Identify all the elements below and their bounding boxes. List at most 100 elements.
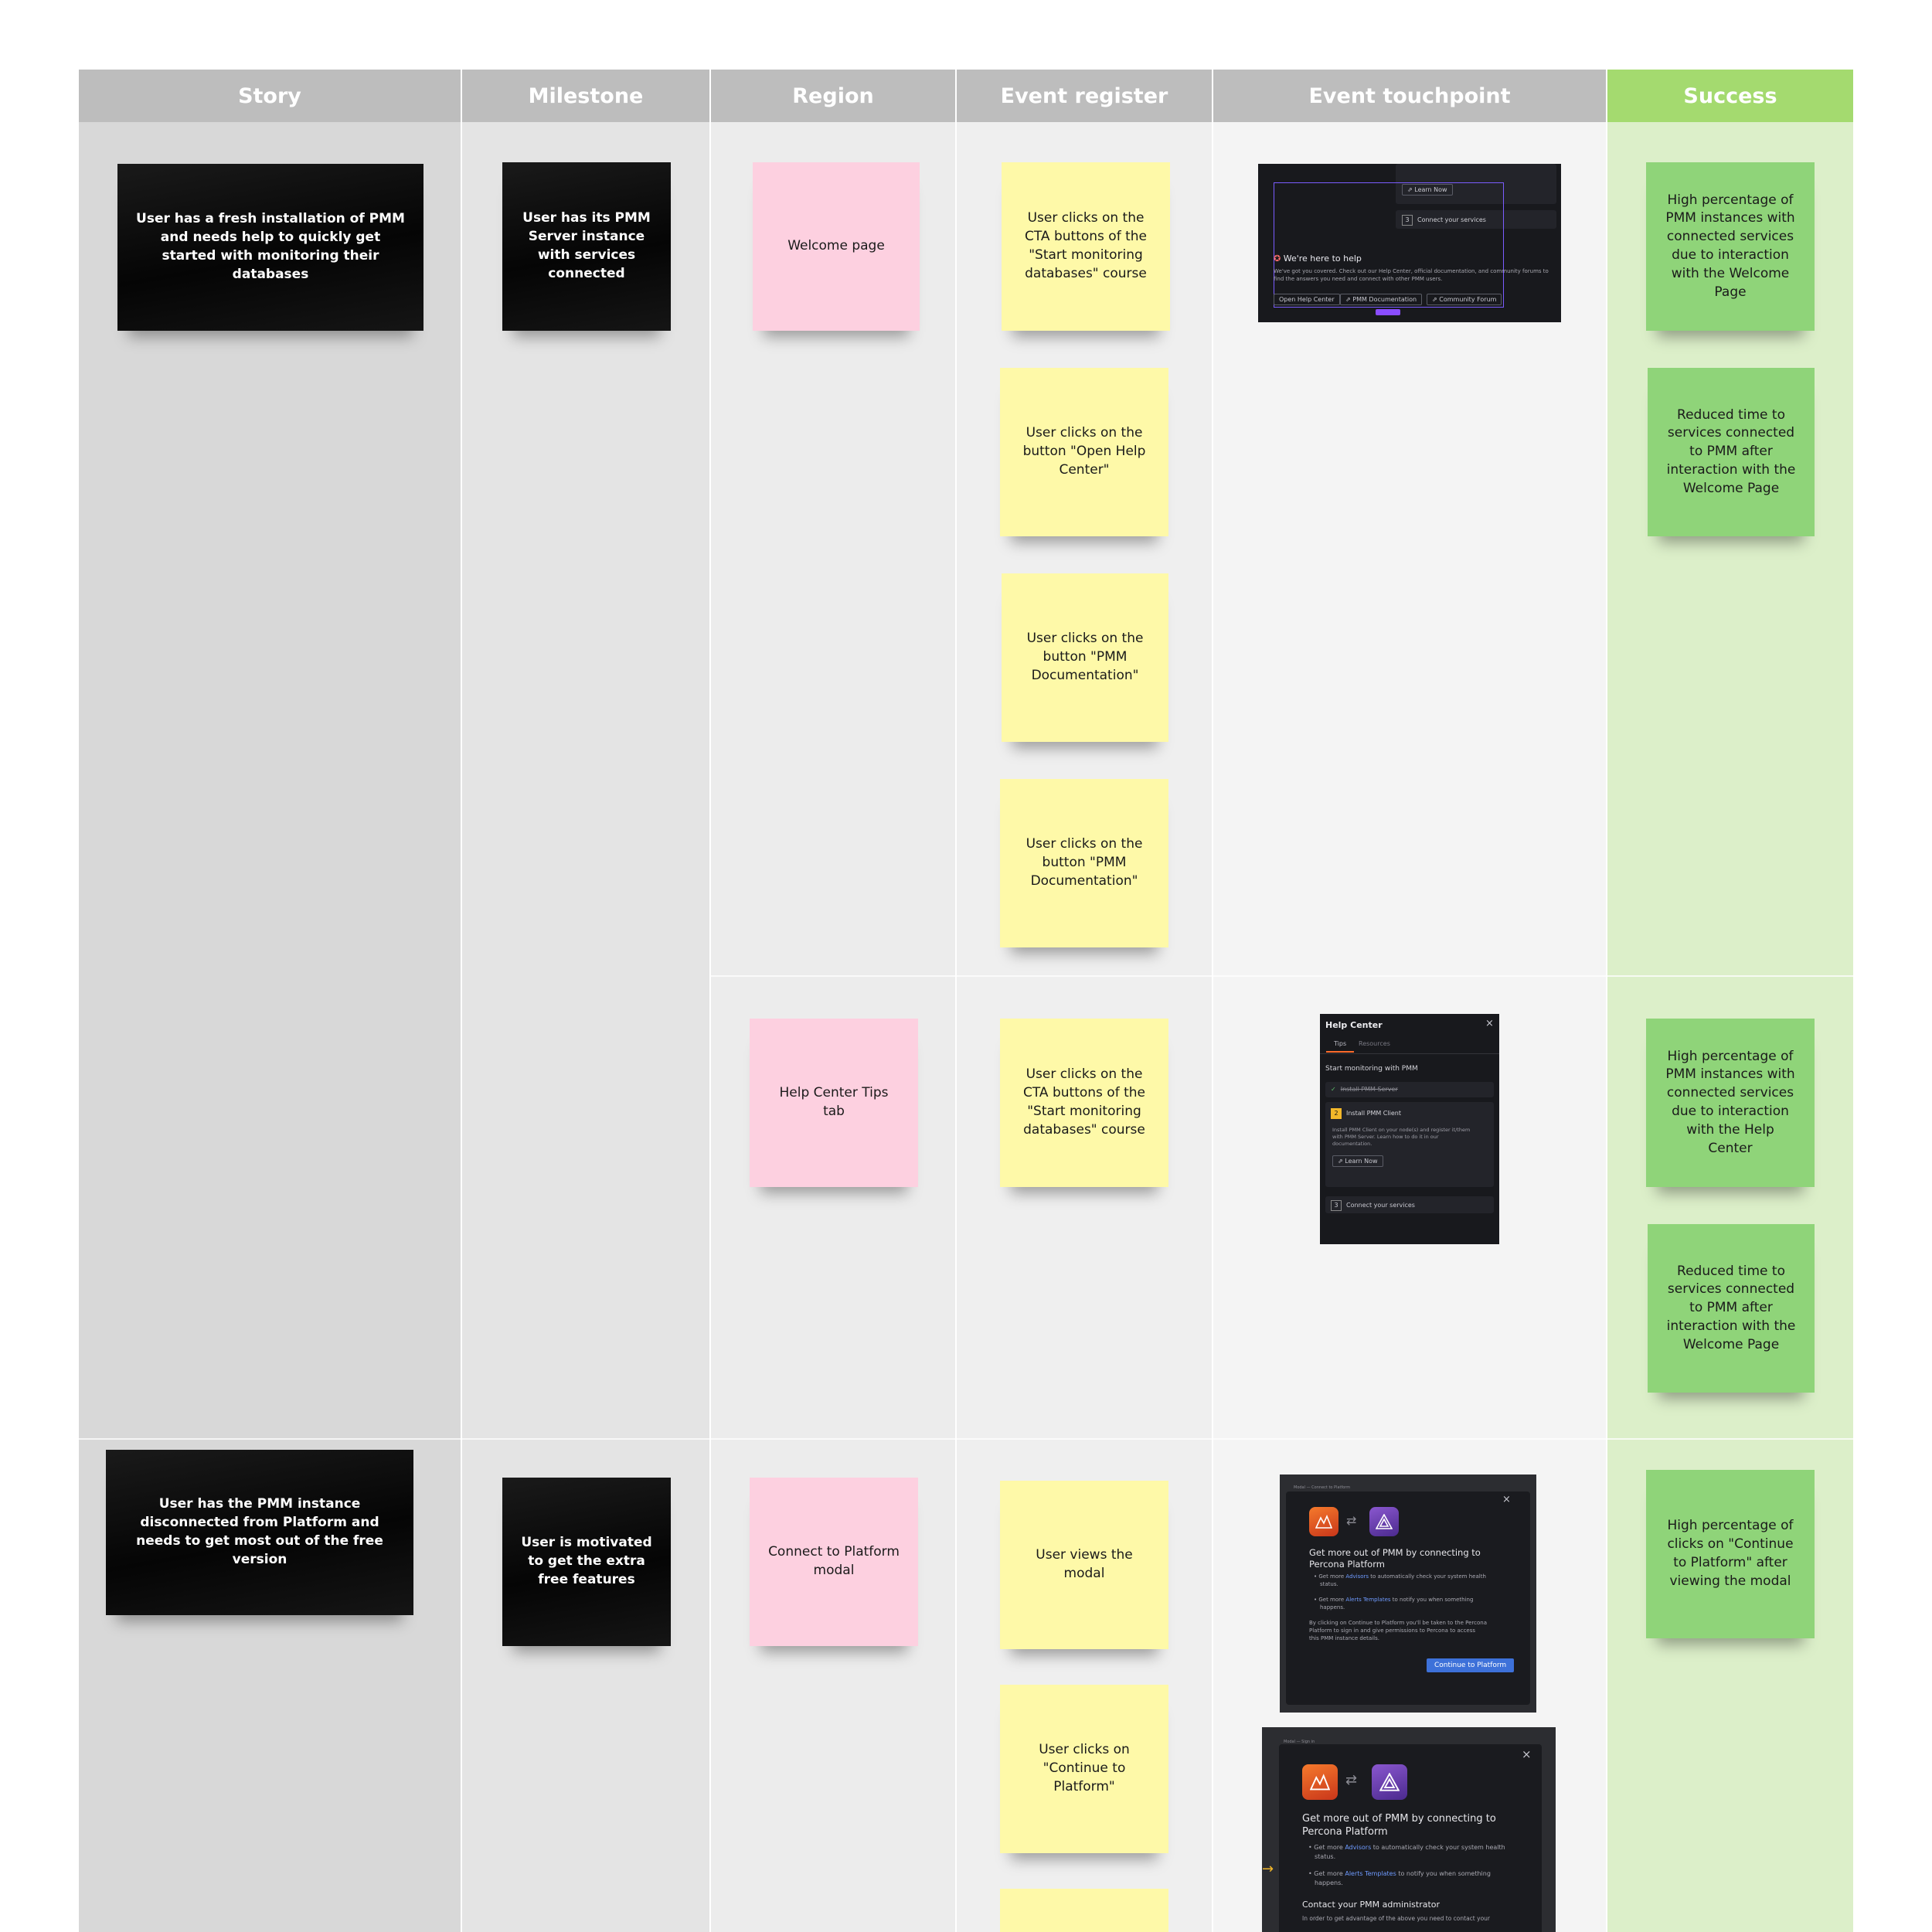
modal-b-bullet-alerts-cont: happens. xyxy=(1315,1879,1343,1886)
alerts-templates-link[interactable]: Alerts Templates xyxy=(1345,1597,1391,1603)
help-title-text: We're here to help xyxy=(1283,253,1362,264)
bullet2-post: to notify you when something xyxy=(1390,1597,1474,1603)
column-region: Region xyxy=(711,70,955,1932)
touchpoint-welcome-page-screenshot: ⇗ Learn Now 3 Connect your services ✪ We'… xyxy=(1258,164,1561,322)
external-link-icon: ⇗ xyxy=(1345,296,1351,303)
help-body-line-1: We've got you covered. Check out our Hel… xyxy=(1274,268,1549,274)
tab-tips[interactable]: Tips xyxy=(1334,1040,1347,1047)
check-icon: ✓ xyxy=(1331,1086,1336,1093)
column-header-success: Success xyxy=(1607,70,1853,122)
close-icon[interactable]: × xyxy=(1522,1747,1532,1761)
tabs-divider xyxy=(1320,1053,1499,1054)
step-install-server-text: Install PMM Server xyxy=(1340,1086,1398,1093)
close-icon[interactable]: × xyxy=(1502,1494,1511,1505)
step-install-client-label: 2 Install PMM Client xyxy=(1331,1108,1401,1119)
event-sticky-continue-platform: User clicks on "Continue to Platform" xyxy=(1000,1685,1168,1853)
bullet1-pre: Get more xyxy=(1314,1844,1345,1851)
bullet2-pre: Get more xyxy=(1314,1870,1345,1877)
community-forum-button[interactable]: ⇗ Community Forum xyxy=(1427,294,1502,305)
step-connect-services[interactable] xyxy=(1325,1196,1494,1213)
contact-admin-body: In order to get advantage of the above y… xyxy=(1302,1915,1490,1922)
step-install-server[interactable] xyxy=(1325,1082,1494,1097)
modal-b-heading-line-1: Get more out of PMM by connecting to xyxy=(1302,1813,1496,1825)
advisors-link[interactable]: Advisors xyxy=(1345,1573,1369,1580)
region-sticky-connect-platform-modal: Connect to Platform modal xyxy=(750,1478,918,1646)
pmm-app-icon xyxy=(1302,1764,1338,1800)
pmm-documentation-label: PMM Documentation xyxy=(1352,296,1417,303)
continue-to-platform-button[interactable]: Continue to Platform xyxy=(1427,1658,1515,1672)
pmm-logo-glyph xyxy=(1310,1774,1330,1791)
modal-bullet-advisors: • Get more Advisors to automatically che… xyxy=(1314,1573,1486,1580)
touchpoint-help-center-screenshot: Help Center × Tips Resources Start monit… xyxy=(1320,1014,1499,1244)
step-number-3: 3 xyxy=(1331,1200,1342,1211)
column-header-event-register: Event register xyxy=(957,70,1212,122)
modal-bullet-alerts-cont: happens. xyxy=(1320,1604,1345,1611)
close-icon[interactable]: × xyxy=(1485,1018,1494,1029)
step-number-2: 2 xyxy=(1331,1108,1342,1119)
bullet1-post: to automatically check your system healt… xyxy=(1369,1573,1486,1580)
column-header-milestone: Milestone xyxy=(462,70,709,122)
help-body-line-2: find the answers you need and connect wi… xyxy=(1274,276,1443,282)
milestone-sticky-motivated: User is motivated to get the extra free … xyxy=(502,1478,671,1646)
tab-resources[interactable]: Resources xyxy=(1359,1040,1390,1047)
event-sticky-views-modal: User views the modal xyxy=(1000,1481,1168,1649)
modal-body-line-3: this PMM instance details. xyxy=(1309,1635,1379,1641)
contact-admin-heading: Contact your PMM administrator xyxy=(1302,1900,1440,1910)
step2-body-line-3: documentation. xyxy=(1332,1141,1372,1147)
event-sticky-pmm-documentation: User clicks on the button "PMM Documenta… xyxy=(1002,573,1168,742)
modal-heading-line-1: Get more out of PMM by connecting to xyxy=(1309,1547,1481,1558)
open-help-center-button[interactable]: Open Help Center xyxy=(1274,294,1340,305)
step-install-client-text: Install PMM Client xyxy=(1346,1110,1401,1117)
column-body-milestone xyxy=(462,122,709,1932)
event-sticky-pmm-documentation-2: User clicks on the button "PMM Documenta… xyxy=(1000,779,1168,947)
event-sticky-cta-course: User clicks on the CTA buttons of the "S… xyxy=(1002,162,1170,331)
connect-services-text: Connect your services xyxy=(1417,216,1486,223)
connect-services-step[interactable] xyxy=(1396,210,1556,229)
row-divider-sub xyxy=(711,975,1853,977)
bullet2-pre: Get more xyxy=(1318,1597,1346,1603)
external-link-icon: ⇗ xyxy=(1407,186,1413,193)
column-header-story: Story xyxy=(79,70,461,122)
platform-app-icon xyxy=(1372,1764,1407,1800)
success-sticky-welcome-percentage: High percentage of PMM instances with co… xyxy=(1646,162,1815,331)
modal-body-line-1: By clicking on Continue to Platform you'… xyxy=(1309,1620,1488,1626)
step-install-client[interactable] xyxy=(1325,1102,1494,1187)
tab-tips-underline xyxy=(1326,1051,1354,1053)
modal-b-breadcrumb: Modal — Sign in xyxy=(1284,1740,1315,1744)
modal-b-bullet-advisors: • Get more Advisors to automatically che… xyxy=(1308,1844,1505,1851)
column-event-register: Event register xyxy=(957,70,1212,1932)
modal-bullet-alerts: • Get more Alerts Templates to notify yo… xyxy=(1314,1597,1474,1603)
step2-body-line-1: Install PMM Client on your node(s) and r… xyxy=(1332,1127,1471,1133)
learn-now-button[interactable]: ⇗ Learn Now xyxy=(1332,1155,1383,1167)
pmm-documentation-button[interactable]: ⇗ PMM Documentation xyxy=(1340,294,1423,305)
bullet1-post: to automatically check your system healt… xyxy=(1371,1844,1505,1851)
modal-bullet-advisors-cont: status. xyxy=(1320,1581,1338,1587)
swap-icon: ⇄ xyxy=(1345,1772,1358,1788)
selection-size-tag xyxy=(1376,309,1400,315)
advisors-link[interactable]: Advisors xyxy=(1345,1844,1372,1851)
step-number-3: 3 xyxy=(1402,215,1413,226)
help-icon: ✪ xyxy=(1274,253,1281,264)
learn-now-label: Learn Now xyxy=(1414,186,1447,193)
learn-now-button[interactable]: ⇗ Learn Now xyxy=(1402,184,1453,196)
modal-heading-line-2: Percona Platform xyxy=(1309,1559,1385,1570)
platform-app-icon xyxy=(1369,1507,1399,1536)
external-link-icon: ⇗ xyxy=(1338,1158,1343,1165)
success-sticky-help-percentage: High percentage of PMM instances with co… xyxy=(1646,1019,1815,1187)
touchpoint-sign-in-modal-screenshot: Modal — Sign in × ⇄ Get more out of PMM … xyxy=(1262,1727,1556,1932)
modal-breadcrumb: Modal — Connect to Platform xyxy=(1294,1485,1351,1490)
region-sticky-welcome-page: Welcome page xyxy=(753,162,920,331)
pmm-app-icon xyxy=(1309,1507,1338,1536)
bullet1-pre: Get more xyxy=(1318,1573,1346,1580)
modal-b-heading-line-2: Percona Platform xyxy=(1302,1826,1388,1838)
event-sticky-help-cta-course: User clicks on the CTA buttons of the "S… xyxy=(1000,1019,1168,1187)
event-sticky-partial xyxy=(1000,1889,1168,1932)
story-sticky-fresh-install: User has a fresh installation of PMM and… xyxy=(117,164,423,331)
column-header-event-touchpoint: Event touchpoint xyxy=(1213,70,1606,122)
column-success: Success xyxy=(1607,70,1853,1932)
column-milestone: Milestone xyxy=(462,70,709,1932)
alerts-templates-link[interactable]: Alerts Templates xyxy=(1345,1870,1396,1877)
success-sticky-help-reduced-time: Reduced time to services connected to PM… xyxy=(1648,1224,1815,1393)
flow-arrow-icon: → xyxy=(1262,1861,1274,1877)
